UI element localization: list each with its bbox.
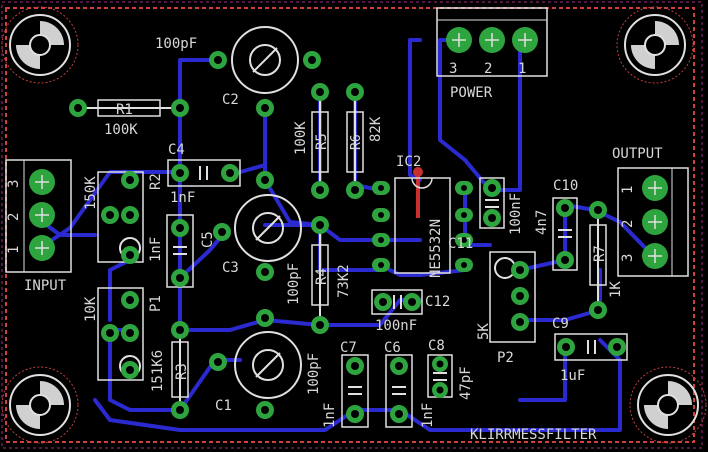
p2-name: P2 bbox=[497, 350, 514, 366]
r1-value: 100K bbox=[104, 122, 138, 138]
c12-name: C12 bbox=[425, 294, 450, 310]
c10-value: 4n7 bbox=[534, 210, 550, 235]
power-pin-3-label: 3 bbox=[449, 61, 457, 77]
r7-value: 1K bbox=[608, 281, 624, 298]
p2-value: 5K bbox=[476, 323, 492, 340]
r3-value: 151K6 bbox=[150, 350, 166, 392]
c3-name: C3 bbox=[222, 260, 239, 276]
c8-name: C8 bbox=[428, 338, 445, 354]
r4-value: 73K2 bbox=[336, 264, 352, 298]
capacitor-c12: C12 100nF bbox=[371, 289, 450, 334]
resistor-r3: R3 151K6 bbox=[150, 321, 190, 419]
c2-value: 100pF bbox=[155, 36, 197, 52]
ic2-name: IC2 bbox=[396, 154, 421, 170]
capacitor-c5: 1nF C5 bbox=[148, 214, 216, 288]
power-pin-2-label: 2 bbox=[484, 61, 492, 77]
r4-name: R4 bbox=[314, 268, 330, 285]
c2-name: C2 bbox=[222, 92, 239, 108]
r6-name: R6 bbox=[349, 134, 364, 150]
c12-value: 100nF bbox=[375, 318, 417, 334]
power-pin-1-label: 1 bbox=[518, 61, 526, 77]
input-pin-1-label: 1 bbox=[6, 246, 22, 254]
trimmer-p1: 10K P1 bbox=[83, 287, 164, 381]
c1-value: 100pF bbox=[306, 353, 322, 395]
c7-name: C7 bbox=[340, 340, 357, 356]
r1-name: R1 bbox=[116, 102, 133, 118]
capacitor-c7: C7 1nF bbox=[322, 340, 369, 428]
r7-name: R7 bbox=[592, 245, 608, 262]
resistor-r6: R6 82K bbox=[346, 83, 384, 199]
input-pin-2-label: 2 bbox=[6, 213, 22, 221]
output-label: OUTPUT bbox=[612, 146, 663, 162]
output-pin-2-label: 2 bbox=[620, 220, 636, 228]
mounting-hole-top-left bbox=[1, 6, 79, 84]
mounting-hole-bottom-right bbox=[629, 366, 707, 444]
c5-name: C5 bbox=[200, 231, 216, 248]
ic2-value: NE5532N bbox=[428, 219, 444, 278]
input-pin-3-label: 3 bbox=[6, 180, 22, 188]
resistor-r5: R5 100K bbox=[293, 83, 330, 199]
r3-name: R3 bbox=[174, 363, 190, 380]
p1-value: 10K bbox=[83, 296, 99, 322]
c8-value: 47pF bbox=[458, 366, 474, 400]
r5-name: R5 bbox=[314, 133, 330, 150]
c7-value: 1nF bbox=[322, 403, 338, 428]
c6-value: 1nF bbox=[420, 403, 436, 428]
capacitor-c8: C8 47pF bbox=[427, 338, 474, 400]
c4-name: C4 bbox=[168, 142, 185, 158]
trimmer-c2: 100pF C2 bbox=[155, 26, 321, 117]
c1-name: C1 bbox=[215, 398, 232, 414]
c4-value: 1nF bbox=[170, 190, 195, 206]
resistor-r4: R4 73K2 bbox=[311, 216, 352, 334]
trimmer-p2: P2 5K bbox=[476, 251, 536, 366]
c10-name: C10 bbox=[553, 178, 578, 194]
board-title: KLIRRMESSFILTER bbox=[470, 427, 597, 443]
input-label: INPUT bbox=[24, 278, 67, 294]
r6-value: 82K bbox=[368, 116, 384, 142]
p1-name: P1 bbox=[148, 295, 164, 312]
capacitor-c6: C6 1nF bbox=[384, 340, 436, 428]
output-connector: 1 2 3 OUTPUT bbox=[612, 146, 689, 277]
trimmer-block-r2 bbox=[97, 171, 144, 264]
capacitor-c9: C9 1uF bbox=[552, 316, 628, 384]
power-label: POWER bbox=[450, 85, 493, 101]
resistor-r7: R7 1K bbox=[589, 201, 624, 319]
c11-value: 100nF bbox=[508, 193, 524, 235]
c3-value: 100pF bbox=[286, 263, 302, 305]
mounting-hole-top-right bbox=[616, 6, 694, 84]
trimmer-c3: C3 100pF bbox=[213, 171, 302, 305]
c9-value: 1uF bbox=[560, 368, 585, 384]
r2-value: 150K bbox=[83, 176, 99, 210]
capacitor-c4: C4 1nF bbox=[167, 142, 241, 206]
capacitor-c11: C11 100nF bbox=[448, 177, 524, 252]
output-pin-3-label: 3 bbox=[620, 254, 636, 262]
capacitor-c10: C10 4n7 bbox=[534, 178, 578, 271]
input-connector: 3 2 1 INPUT bbox=[5, 159, 72, 294]
mounting-hole-bottom-left bbox=[1, 366, 79, 444]
r2-name: R2 bbox=[148, 173, 164, 190]
r5-value: 100K bbox=[293, 121, 309, 155]
c6-name: C6 bbox=[384, 340, 401, 356]
c9-name: C9 bbox=[552, 316, 569, 332]
resistor-r1: R1 100K bbox=[69, 99, 189, 138]
ic-ne5532n: IC2 NE5532N bbox=[372, 154, 473, 278]
trimmer-c1: C1 100pF bbox=[209, 309, 322, 419]
c11-name: C11 bbox=[448, 236, 473, 252]
power-connector: 3 2 1 POWER bbox=[436, 7, 548, 101]
c5-value: 1nF bbox=[148, 237, 164, 262]
output-pin-1-label: 1 bbox=[620, 186, 636, 194]
